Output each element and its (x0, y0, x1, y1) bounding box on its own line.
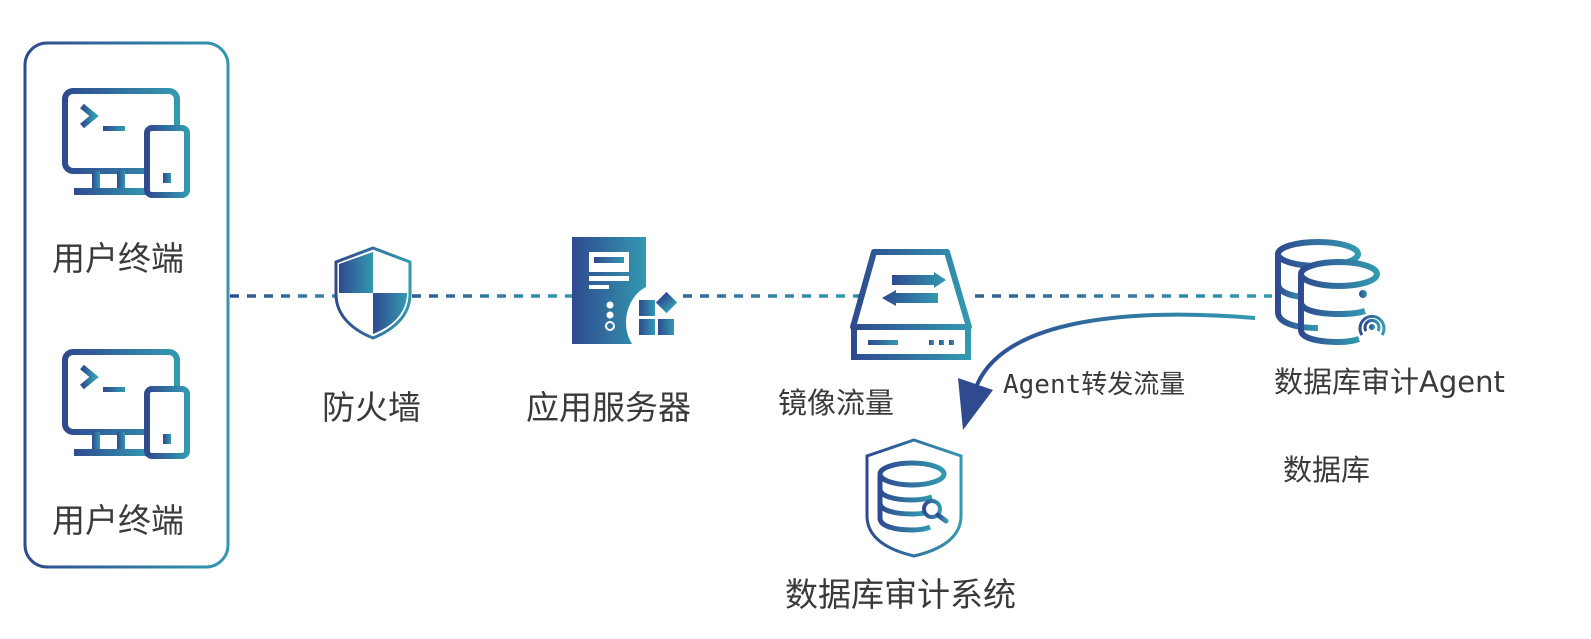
database-agent-label: 数据库审计Agent (1274, 365, 1505, 399)
switch-exchange-icon (850, 249, 972, 360)
database-shield-search-icon (865, 438, 963, 558)
audit-system-label: 数据库审计系统 (785, 575, 1016, 614)
app-server-label: 应用服务器 (526, 388, 691, 427)
terminal-1-label: 用户终端 (52, 239, 184, 278)
shield-icon (334, 246, 412, 340)
mirror-traffic-link (913, 362, 929, 437)
terminal-2-label: 用户终端 (52, 501, 184, 540)
desktop-mobile-terminal-icon (62, 349, 190, 459)
agent-forward-label: Agent转发流量 (1003, 370, 1186, 400)
server-apps-icon (572, 237, 678, 344)
agent-forward-arrow (958, 312, 1256, 430)
mirror-traffic-label: 镜像流量 (778, 386, 895, 420)
terminal-group-box (23, 41, 230, 569)
desktop-mobile-terminal-icon (62, 88, 190, 198)
firewall-label: 防火墙 (322, 388, 421, 427)
database-label: 数据库 (1283, 453, 1371, 487)
database-signal-icon (1275, 239, 1387, 346)
